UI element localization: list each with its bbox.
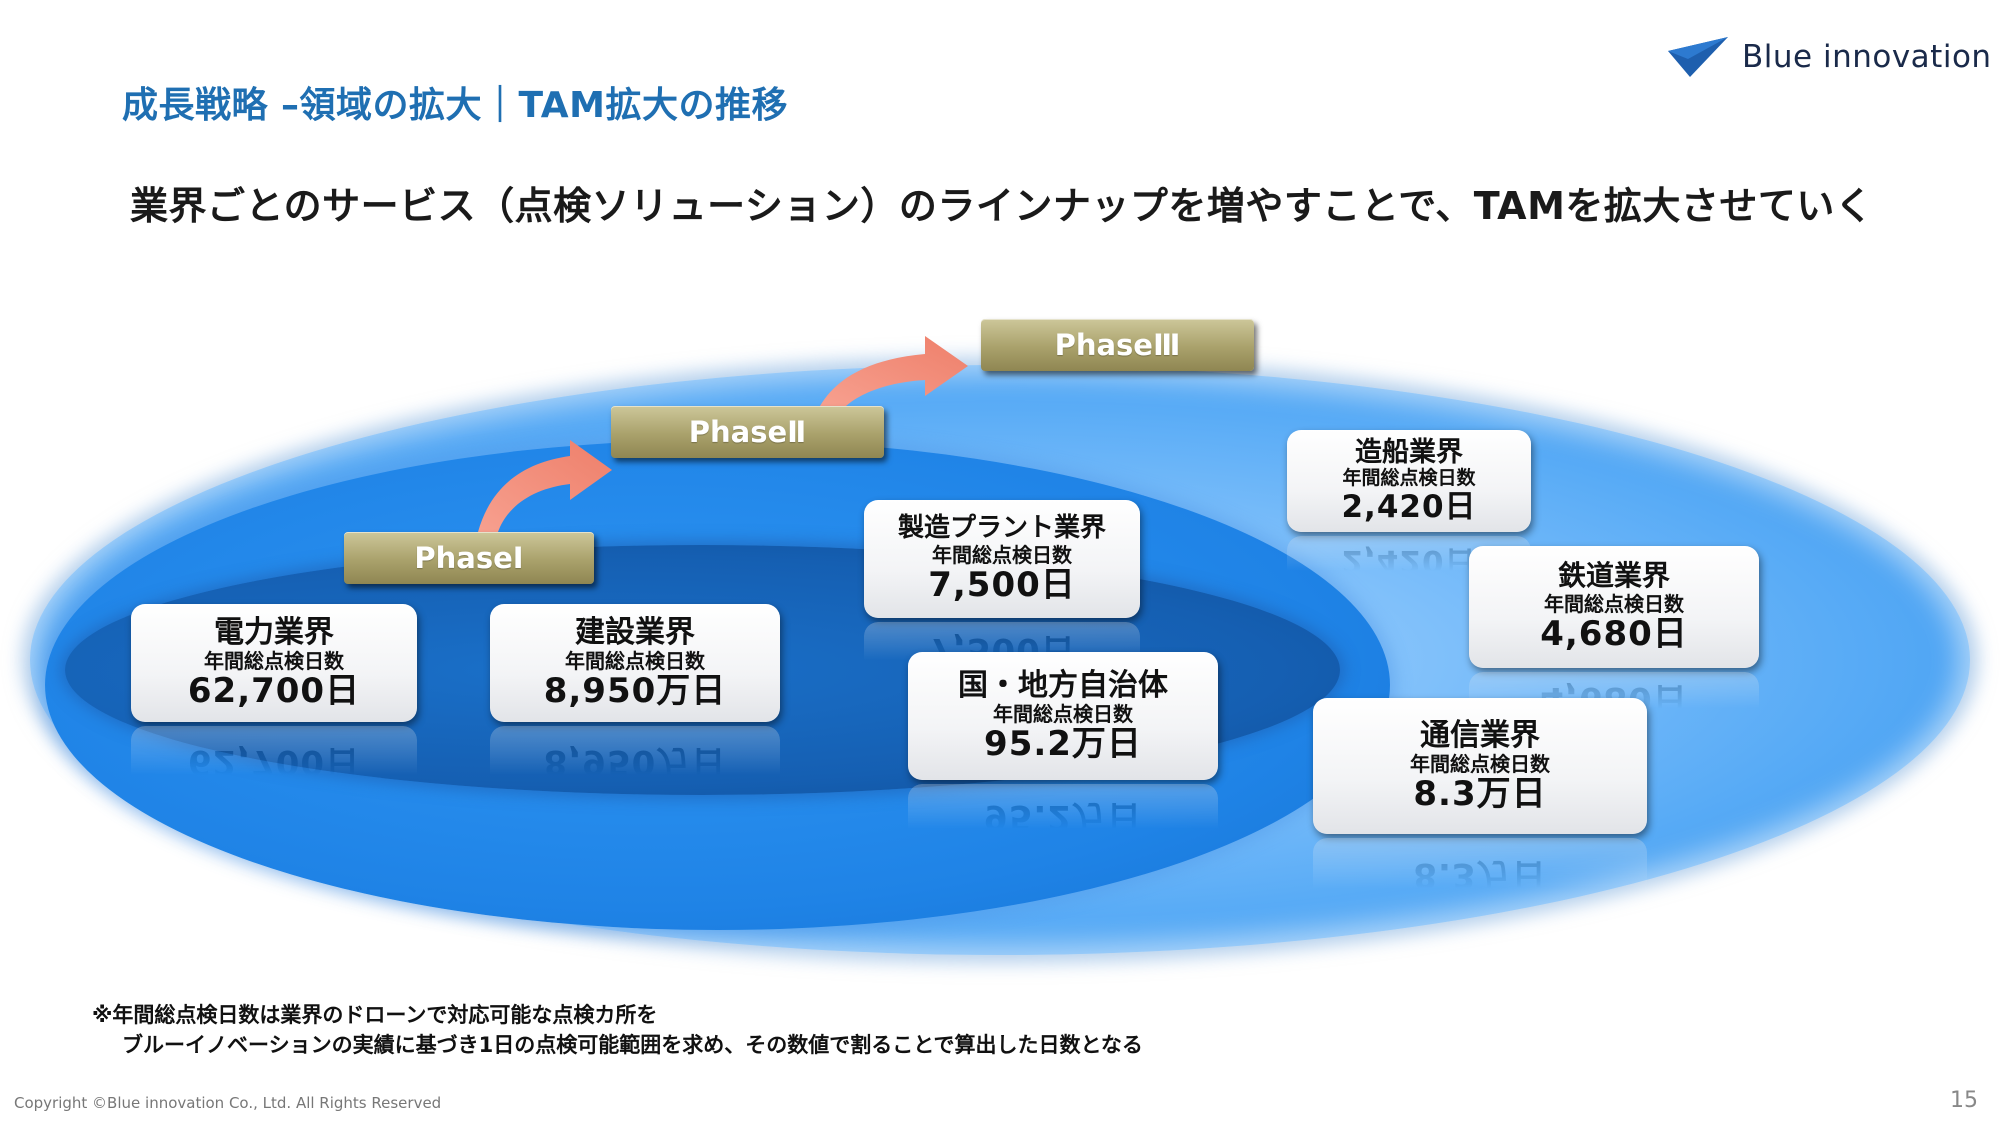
industry-card-power: 電力業界 年間総点検日数 62,700日 62,700日: [131, 604, 417, 796]
slide-title: 成長戦略 –領域の拡大｜TAM拡大の推移: [122, 85, 788, 126]
industry-name: 鉄道業界: [1557, 558, 1670, 592]
industry-name: 通信業界: [1420, 717, 1540, 753]
industry-card-manufacturing-plant: 製造プラント業界 年間総点検日数 7,500日 7,500日: [864, 500, 1140, 677]
industry-name: 建設業界: [575, 614, 695, 650]
metric-label: 年間総点検日数: [993, 701, 1133, 726]
industry-name: 造船業界: [1355, 436, 1463, 468]
industry-card-railway: 鉄道業界 年間総点検日数 4,680日 4,680日: [1469, 546, 1759, 724]
metric-label: 年間総点検日数: [565, 648, 705, 673]
phase-1-label: PhaseⅠ: [344, 532, 594, 584]
industry-card-government: 国・地方自治体 年間総点検日数 95.2万日 95.2万日: [908, 652, 1218, 848]
metric-label: 年間総点検日数: [1342, 467, 1476, 490]
industry-value: 7,500日: [928, 564, 1076, 605]
phase-2-label: PhaseⅡ: [611, 406, 884, 458]
company-logo: Blue innovation: [1668, 32, 1992, 82]
industry-name: 国・地方自治体: [958, 667, 1168, 703]
industry-value: 2,420日: [1341, 489, 1477, 526]
industry-name: 電力業界: [214, 614, 334, 650]
industry-name: 製造プラント業界: [897, 513, 1106, 543]
logo-arrow-icon: [1668, 37, 1728, 77]
metric-label: 年間総点検日数: [1410, 751, 1550, 776]
industry-value: 62,700日: [187, 670, 361, 711]
footnote-line-2: ブルーイノベーションの実績に基づき1日の点検可能範囲を求め、その数値で割ることで…: [122, 1033, 1143, 1057]
copyright: Copyright ©Blue innovation Co., Ltd. All…: [14, 1094, 442, 1112]
industry-card-telecom: 通信業界 年間総点検日数 8.3万日 8.3万日: [1313, 698, 1647, 910]
industry-value: 8.3万日: [1413, 773, 1547, 814]
card-reflection: 95.2万日: [908, 784, 1218, 848]
industry-value: 4,680日: [1540, 613, 1688, 654]
industry-card-construction: 建設業界 年間総点検日数 8,950万日 8,950万日: [490, 604, 780, 796]
footnote-line-1: ※年間総点検日数は業界のドローンで対応可能な点検カ所を: [92, 1003, 658, 1027]
footnote: ※年間総点検日数は業界のドローンで対応可能な点検カ所を ブルーイノベーションの実…: [92, 1000, 1143, 1060]
industry-value: 95.2万日: [984, 723, 1142, 764]
headline: 業界ごとのサービス（点検ソリューション）のラインナップを増やすことで、TAMを拡…: [130, 184, 1874, 228]
card-reflection: 8,950万日: [490, 726, 780, 796]
card-reflection: 8.3万日: [1313, 838, 1647, 910]
page-number: 15: [1950, 1088, 1978, 1113]
industry-value: 8,950万日: [543, 670, 727, 711]
metric-label: 年間総点検日数: [932, 542, 1072, 567]
metric-label: 年間総点検日数: [1544, 591, 1684, 616]
card-reflection: 62,700日: [131, 726, 417, 796]
metric-label: 年間総点検日数: [204, 648, 344, 673]
industry-card-shipbuilding: 造船業界 年間総点検日数 2,420日 2,420日: [1287, 430, 1531, 586]
phase-3-label: PhaseⅢ: [981, 319, 1254, 371]
logo-text: Blue innovation: [1742, 39, 1992, 75]
